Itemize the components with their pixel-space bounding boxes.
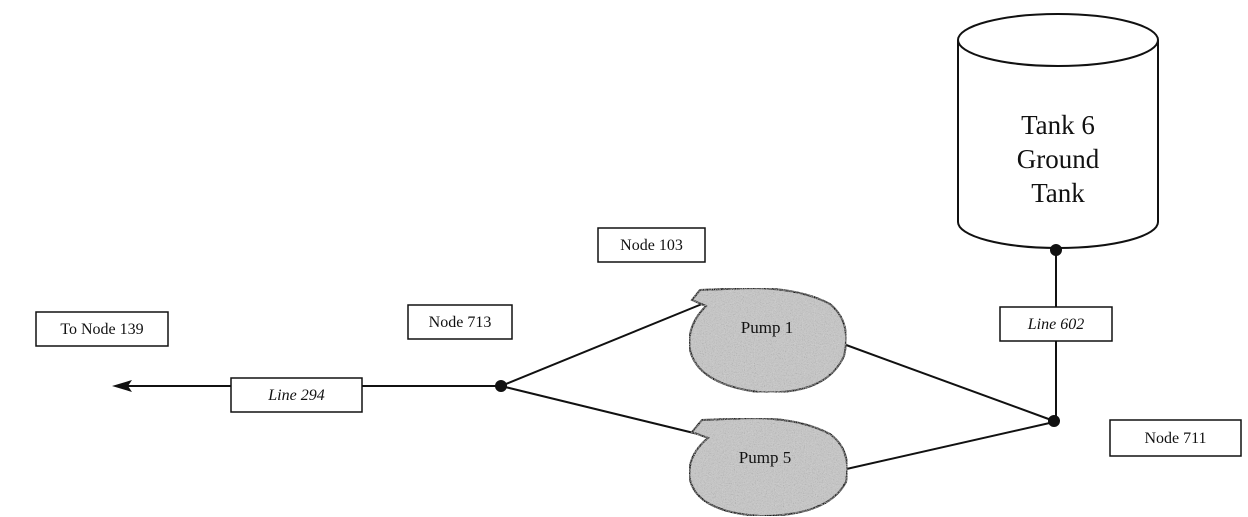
label-node-103-text: Node 103 (620, 237, 683, 254)
label-line-602: Line 602 (999, 306, 1113, 342)
node-711-dot (1048, 415, 1060, 427)
tank-outlet-dot (1050, 244, 1062, 256)
label-to-node-139-text: To Node 139 (60, 321, 143, 338)
label-node-103-box (597, 227, 706, 263)
label-line-602-box (999, 306, 1113, 342)
pump-1-shape (688, 286, 848, 394)
label-node-711-text: Node 711 (1144, 430, 1206, 447)
label-line-294-box (230, 377, 363, 413)
pump-5: Pump 5 (688, 416, 849, 517)
pipe-pump-5-to-node-711 (841, 421, 1055, 471)
label-node-713-text: Node 713 (429, 314, 492, 331)
outlet-arrow-icon (112, 380, 132, 392)
node-713-dot (495, 380, 507, 392)
pipes (128, 250, 1057, 471)
pump-1: Pump 1 (688, 286, 848, 394)
tank-label-line-2: Ground (1017, 144, 1100, 174)
label-to-node-139: To Node 139 (35, 311, 169, 347)
label-node-103: Node 103 (597, 227, 706, 263)
pump-1-label: Pump 1 (741, 318, 793, 337)
label-node-711-box (1109, 419, 1242, 457)
ground-tank: Tank 6 Ground Tank (957, 13, 1159, 249)
pipe-pump-1-to-node-711 (837, 341, 1055, 422)
pump-5-shape (688, 416, 849, 517)
tank-label-line-3: Tank (1031, 178, 1085, 208)
tank-label-line-1: Tank 6 (1021, 110, 1095, 140)
label-to-node-139-box (35, 311, 169, 347)
tank-top (957, 13, 1159, 67)
label-node-713-box (407, 304, 513, 340)
pipe-node-713-to-pump-5 (500, 385, 703, 436)
pipe-node-713-to-pump-1 (500, 303, 703, 387)
label-line-294-text: Line 294 (267, 387, 324, 404)
label-line-602-text: Line 602 (1027, 316, 1084, 333)
label-node-713: Node 713 (407, 304, 513, 340)
label-line-294: Line 294 (230, 377, 363, 413)
label-node-711: Node 711 (1109, 419, 1242, 457)
pump-5-label: Pump 5 (739, 448, 791, 467)
